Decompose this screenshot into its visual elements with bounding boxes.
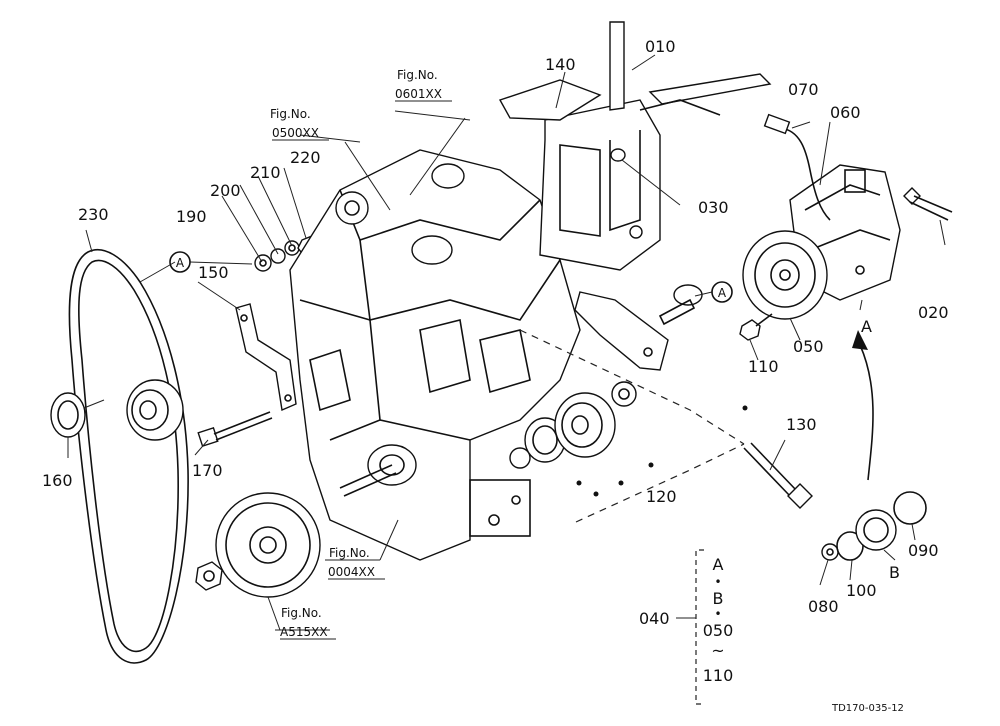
pivot-pin (658, 284, 703, 326)
label-190: 190 (176, 207, 207, 226)
marker-b: B (889, 563, 900, 582)
drawing-code: TD170-035-12 (831, 703, 904, 714)
compressor-bolt-020 (903, 187, 953, 221)
label-010: 010 (645, 37, 676, 56)
mount-bolt-110 (739, 313, 773, 341)
fig-ref-0601: 0601XX (395, 87, 442, 101)
kit-line-a: A (713, 555, 724, 574)
figure-reference-a515: Fig.No. A515XX (280, 606, 336, 640)
part-number-labels: 010 140 070 060 030 020 050 110 130 120 … (42, 37, 949, 628)
figure-reference-0004: Fig.No. 0004XX (328, 546, 385, 580)
compressor-wire (763, 113, 831, 221)
marker-a: A (861, 317, 872, 336)
label-060: 060 (830, 103, 861, 122)
label-160: 160 (42, 471, 73, 490)
assembly-120-bracket (519, 329, 745, 523)
label-170: 170 (192, 461, 223, 480)
label-030: 030 (698, 198, 729, 217)
fig-ref-0004: 0004XX (328, 565, 375, 579)
label-040: 040 (639, 609, 670, 628)
callout-a-right: A (711, 281, 733, 303)
compressor-bracket (498, 21, 772, 271)
fig-label-0500: Fig.No. (270, 107, 311, 121)
kit-040-contents: A • B • 050 ~ 110 (703, 555, 734, 685)
label-050: 050 (793, 337, 824, 356)
callout-a-left-text: A (176, 256, 185, 270)
fig-ref-0500: 0500XX (272, 126, 319, 140)
label-150: 150 (198, 263, 229, 282)
label-140: 140 (545, 55, 576, 74)
figure-reference-0500: Fig.No. 0500XX (270, 107, 329, 141)
label-130: 130 (786, 415, 817, 434)
callout-a-left: A (169, 251, 191, 273)
leader-lines (67, 54, 946, 631)
fig-label-0004: Fig.No. (329, 546, 370, 560)
fig-label-0601: Fig.No. (397, 68, 438, 82)
long-bolt (743, 442, 813, 509)
label-080: 080 (808, 597, 839, 616)
label-210: 210 (250, 163, 281, 182)
clutch-detail-parts (821, 330, 927, 561)
kit-dot-1: • (714, 575, 721, 589)
kit-line-050: 050 (703, 621, 734, 640)
label-220: 220 (290, 148, 321, 167)
kit-line-tilde: ~ (711, 641, 724, 660)
magnetic-clutch (742, 230, 828, 320)
tension-pulley (126, 379, 184, 441)
label-200: 200 (210, 181, 241, 200)
assembly-markers: A B (861, 317, 900, 582)
support-stay (574, 291, 669, 371)
fig-ref-a515: A515XX (280, 625, 328, 639)
idler-assembly (509, 381, 748, 497)
figure-reference-0601: Fig.No. 0601XX (395, 68, 452, 102)
crankshaft-pulley (215, 492, 321, 598)
engine-block (289, 149, 581, 561)
label-070: 070 (788, 80, 819, 99)
label-120: 120 (646, 487, 677, 506)
tensioner-bracket (235, 303, 297, 411)
label-090: 090 (908, 541, 939, 560)
label-020: 020 (918, 303, 949, 322)
label-100: 100 (846, 581, 877, 600)
callout-a-right-text: A (718, 286, 727, 300)
crank-nut (195, 561, 223, 591)
label-230: 230 (78, 205, 109, 224)
label-110: 110 (748, 357, 779, 376)
tensioner-bolt (197, 411, 273, 448)
kit-line-b: B (713, 589, 724, 608)
kit-line-110: 110 (703, 666, 734, 685)
kit-dot-2: • (714, 607, 721, 621)
fig-label-a515: Fig.No. (281, 606, 322, 620)
fan-belt (68, 248, 189, 664)
idler-pulley-160 (50, 392, 105, 438)
kit-040-bracket (676, 549, 704, 705)
